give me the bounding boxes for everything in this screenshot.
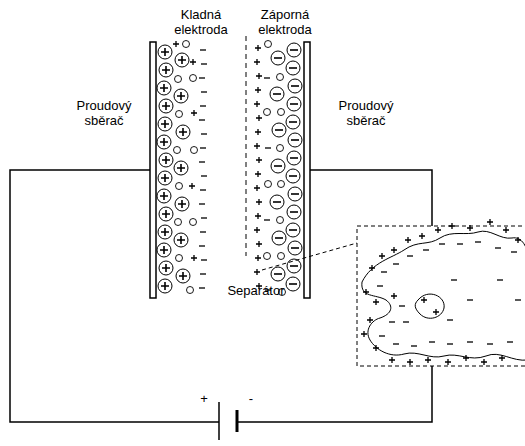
polarity-sign: + [196, 391, 212, 406]
collector-label: Proudový sběrač [331, 98, 401, 128]
electrode-label: Kladná elektroda [166, 7, 236, 37]
polarity-sign: - [243, 391, 259, 406]
separator-label: Separátor [211, 283, 301, 298]
electrode-label: Záporná elektroda [249, 7, 321, 37]
collector-label: Proudový sběrač [69, 98, 139, 128]
